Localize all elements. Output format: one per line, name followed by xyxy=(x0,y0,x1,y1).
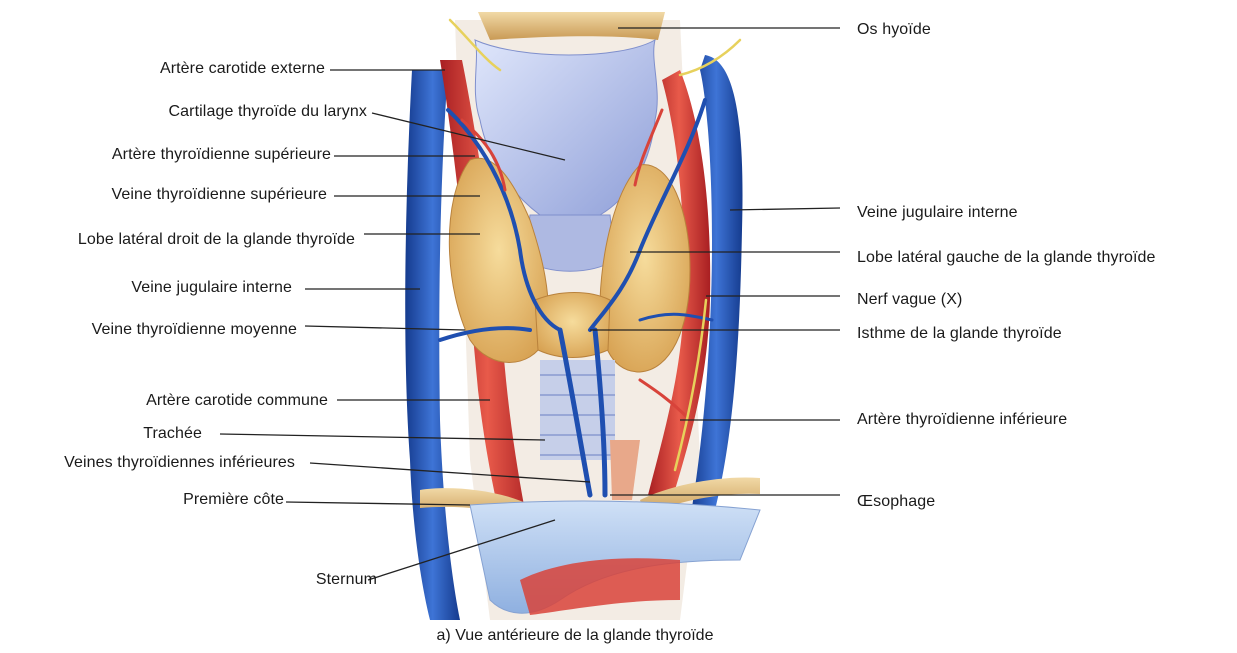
leader-jugulaire-droite xyxy=(730,208,840,210)
label-isthme: Isthme de la glande thyroïde xyxy=(857,324,1062,344)
label-veine-jugulaire-interne-droite: Veine jugulaire interne xyxy=(857,203,1018,223)
label-premiere-cote: Première côte xyxy=(183,490,284,510)
label-veine-thyroidienne-moyenne: Veine thyroïdienne moyenne xyxy=(92,320,297,340)
label-nerf-vague: Nerf vague (X) xyxy=(857,290,962,310)
leader-trachee xyxy=(220,434,545,440)
label-carotide-externe: Artère carotide externe xyxy=(160,59,325,79)
label-artere-thyroidienne-inferieure: Artère thyroïdienne inférieure xyxy=(857,410,1067,430)
leader-cartilage-thyroide xyxy=(372,113,565,160)
label-veine-jugulaire-interne-gauche: Veine jugulaire interne xyxy=(131,278,292,298)
label-lobe-lateral-droit: Lobe latéral droit de la glande thyroïde xyxy=(78,230,355,250)
label-oesophage: Œsophage xyxy=(857,492,935,512)
label-veines-thyroidiennes-inferieures: Veines thyroïdiennes inférieures xyxy=(64,453,295,473)
label-os-hyoide: Os hyoïde xyxy=(857,20,931,40)
figure-caption: a) Vue antérieure de la glande thyroïde xyxy=(0,626,1150,646)
leader-premiere-cote xyxy=(286,502,470,505)
label-artere-carotide-commune: Artère carotide commune xyxy=(146,391,328,411)
label-cartilage-thyroide: Cartilage thyroïde du larynx xyxy=(169,102,367,122)
leader-sternum xyxy=(368,520,555,580)
label-artere-thyroidienne-superieure: Artère thyroïdienne supérieure xyxy=(112,145,331,165)
label-veine-thyroidienne-superieure: Veine thyroïdienne supérieure xyxy=(112,185,328,205)
leader-veines-thyroidiennes-inf xyxy=(310,463,590,482)
label-lobe-lateral-gauche: Lobe latéral gauche de la glande thyroïd… xyxy=(857,248,1156,268)
leader-veine-thyroidienne-moy xyxy=(305,326,465,330)
label-sternum: Sternum xyxy=(316,570,377,590)
label-trachee: Trachée xyxy=(143,424,202,444)
